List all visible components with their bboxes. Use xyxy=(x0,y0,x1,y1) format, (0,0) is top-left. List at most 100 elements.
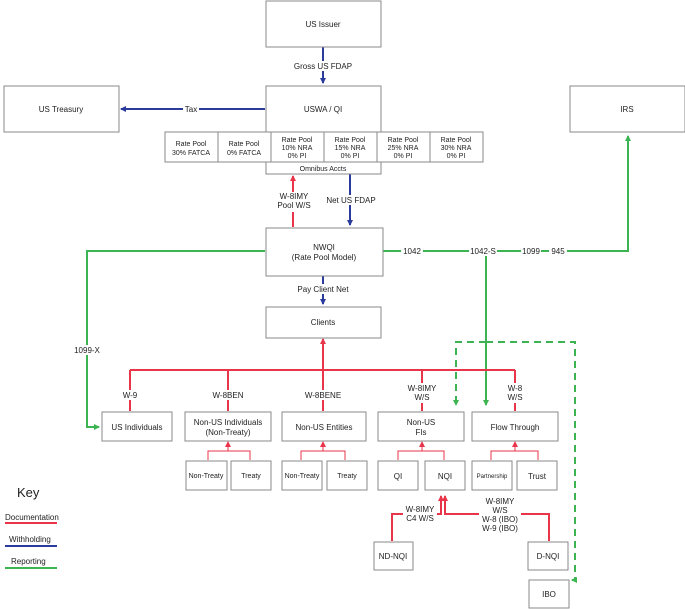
flow-through-node: Flow Through xyxy=(471,411,559,442)
trust-label: Trust xyxy=(528,472,547,481)
uswa-qi-label: USWA / QI xyxy=(304,105,342,114)
d-ws-label: W/S xyxy=(492,506,507,515)
non-treaty-1-node: Non-Treaty xyxy=(185,460,228,491)
treaty-2-node: Treaty xyxy=(326,460,368,491)
non-us-fis-node: Non-US FIs xyxy=(377,411,465,442)
sub-bracket-flow xyxy=(490,450,539,460)
nd-w8imy-label: W-8IMY xyxy=(406,505,435,514)
rate-pool-2-l1: Rate Pool xyxy=(229,141,260,148)
non-us-entities-node: Non-US Entities xyxy=(281,411,367,442)
us-issuer-label: US Issuer xyxy=(305,20,340,29)
ibo-node: IBO xyxy=(528,579,570,609)
non-treaty-sub-label: (Non-Treaty) xyxy=(205,428,250,437)
form-945-label: 945 xyxy=(551,247,565,256)
reporting-dashed-fis-line xyxy=(453,341,486,406)
rate-pool-5-l1: Rate Pool xyxy=(388,137,419,144)
us-issuer-node: US Issuer xyxy=(265,0,382,48)
form-1042-label: 1042 xyxy=(403,247,421,256)
sub-bracket-fis xyxy=(397,450,445,460)
net-fdap-label: Net US FDAP xyxy=(326,196,375,205)
reporting-dashed-ibo-line xyxy=(486,341,577,583)
rate-pool-4-l2: 15% NRA xyxy=(335,145,366,152)
rate-pool-6-l2: 30% NRA xyxy=(441,145,472,152)
legend-title: Key xyxy=(17,485,40,500)
rate-pool-4: Rate Pool 15% NRA 0% PI xyxy=(323,131,378,163)
rate-pool-5-l2: 25% NRA xyxy=(388,145,419,152)
qi-label: QI xyxy=(394,472,402,481)
d-w9ibo-label: W-9 (IBO) xyxy=(482,524,518,533)
rate-pool-1-l1: Rate Pool xyxy=(176,141,207,148)
d-nqi-label: D-NQI xyxy=(537,552,560,561)
sub-bracket-entities xyxy=(300,450,346,460)
rate-pool-5-l3: 0% PI xyxy=(394,153,413,160)
nd-c4ws-label: C4 W/S xyxy=(406,514,434,523)
d-nqi-node: D-NQI xyxy=(527,541,569,571)
treaty-1-label: Treaty xyxy=(241,473,261,480)
us-individuals-label: US Individuals xyxy=(111,423,162,432)
rate-pool-6: Rate Pool 30% NRA 0% PI xyxy=(429,131,484,163)
reporting-irs-line xyxy=(383,135,631,252)
form-1042s-label: 1042-S xyxy=(470,247,496,256)
irs-label: IRS xyxy=(620,105,633,114)
rate-pool-6-l3: 0% PI xyxy=(447,153,466,160)
rate-pool-3: Rate Pool 10% NRA 0% PI xyxy=(270,131,325,163)
treaty-2-label: Treaty xyxy=(337,473,357,480)
non-treaty-2-label: Non-Treaty xyxy=(285,473,320,480)
rate-pool-6-l1: Rate Pool xyxy=(441,137,472,144)
nqi-node: NQI xyxy=(424,460,466,491)
omnibus-accts-node: Omnibus Accts xyxy=(265,161,382,175)
nd-nqi-label: ND-NQI xyxy=(379,552,407,561)
partnership-label: Partnership xyxy=(477,474,508,480)
nd-nqi-node: ND-NQI xyxy=(373,541,414,571)
legend: Key Documentation Withholding Reporting xyxy=(5,485,59,569)
ibo-label: IBO xyxy=(542,590,556,599)
rate-pool-2: Rate Pool 0% FATCA xyxy=(217,131,272,163)
rate-pool-5: Rate Pool 25% NRA 0% PI xyxy=(376,131,431,163)
d-w8imy-label: W-8IMY xyxy=(486,497,515,506)
irs-node: IRS xyxy=(569,85,685,133)
reporting-1099x-line xyxy=(86,250,265,430)
rate-pool-model-label: (Rate Pool Model) xyxy=(292,253,357,262)
pool-ws-label: Pool W/S xyxy=(277,201,310,210)
nodes: US Issuer US Treasury USWA / QI IRS Rate… xyxy=(3,0,685,609)
omnibus-accts-label: Omnibus Accts xyxy=(300,166,347,173)
non-treaty-1-label: Non-Treaty xyxy=(189,473,224,480)
us-treasury-label: US Treasury xyxy=(39,105,83,114)
edge-labels: Gross US FDAP Tax W-8IMY Pool W/S Net US… xyxy=(72,61,567,533)
form-1099-label: 1099 xyxy=(522,247,540,256)
rate-pool-3-l3: 0% PI xyxy=(288,153,307,160)
gross-fdap-label: Gross US FDAP xyxy=(294,62,352,71)
w8ben-label: W-8BEN xyxy=(213,391,244,400)
legend-withholding-label: Withholding xyxy=(9,535,51,544)
trust-node: Trust xyxy=(516,460,558,491)
w9-label: W-9 xyxy=(123,391,138,400)
rate-pool-1: Rate Pool 30% FATCA xyxy=(164,131,219,163)
rate-pool-4-l3: 0% PI xyxy=(341,153,360,160)
tax-label: Tax xyxy=(185,105,197,114)
rate-pools: Rate Pool 30% FATCA Rate Pool 0% FATCA R… xyxy=(164,131,484,163)
non-us-fis-label-1: Non-US xyxy=(407,418,435,427)
legend-reporting-label: Reporting xyxy=(11,557,46,566)
form-1099x-label: 1099-X xyxy=(74,346,100,355)
pay-client-net-label: Pay Client Net xyxy=(297,285,349,294)
non-us-entities-label: Non-US Entities xyxy=(296,423,353,432)
sub-bracket-individuals xyxy=(207,450,251,460)
nwqi-node: NWQI (Rate Pool Model) xyxy=(265,227,384,277)
rate-pool-3-l1: Rate Pool xyxy=(282,137,313,144)
d-w8ibo-label: W-8 (IBO) xyxy=(482,515,518,524)
uswa-qi-node: USWA / QI xyxy=(265,85,382,133)
rate-pool-1-l2: 30% FATCA xyxy=(172,150,210,157)
fis-ws-label: W/S xyxy=(414,393,429,402)
nqi-label: NQI xyxy=(438,472,452,481)
rate-pool-3-l2: 10% NRA xyxy=(282,145,313,152)
flow-through-label: Flow Through xyxy=(491,423,540,432)
non-treaty-2-node: Non-Treaty xyxy=(281,460,323,491)
nwqi-label: NWQI xyxy=(313,243,335,252)
partnership-node: Partnership xyxy=(471,460,513,491)
us-individuals-node: US Individuals xyxy=(101,411,173,442)
rate-pool-2-l2: 0% FATCA xyxy=(227,150,261,157)
clients-node: Clients xyxy=(265,306,382,339)
fis-w8imy-label: W-8IMY xyxy=(408,384,437,393)
reporting-lines xyxy=(86,135,631,583)
